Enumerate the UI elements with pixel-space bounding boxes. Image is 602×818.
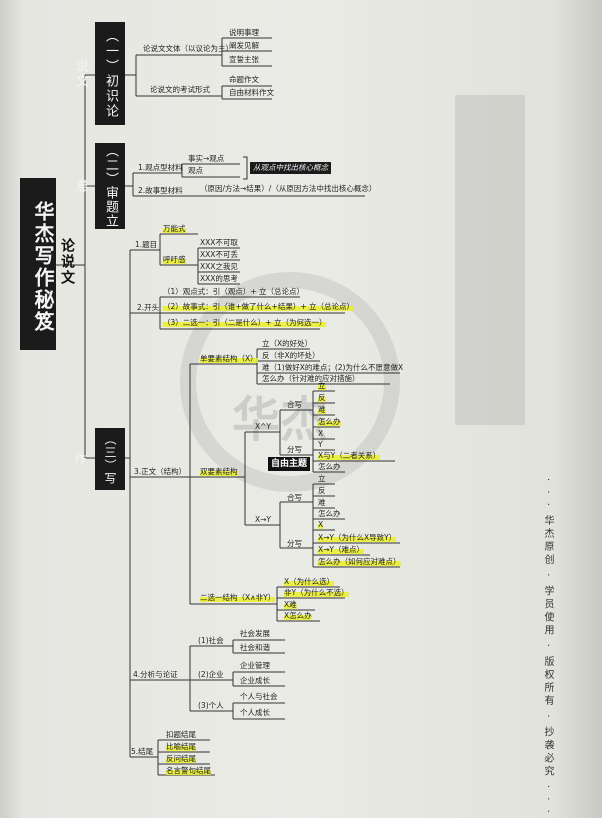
node: 双要素结构 [200,467,238,477]
node: Y [318,440,323,449]
node: 3.正文（结构） [134,467,187,476]
node: （原因/方法→结果）/（从原因方法中找出核心概念） [200,184,377,193]
node: 1.题目 [135,240,158,249]
node: 自由材料作文 [229,88,274,97]
node: 非Y（为什么不选） [284,588,349,598]
node: 事实→观点 [188,154,225,163]
node: 命题作文 [229,75,259,84]
node: X（为什么选） [284,577,335,587]
node: 立 [318,474,326,483]
node: 2.故事型材料 [138,186,183,195]
node: 难 [318,405,326,415]
node: （2）故事式：引（谁+做了什么+结果）+ 立（总论点） [163,302,355,312]
node: X→Y（为什么X导致Y） [318,533,397,543]
node: 怎么办（如何应对难点） [318,557,401,567]
node: (3)个人 [198,701,224,710]
node: 合写 [287,493,302,502]
node: 社会和谐 [240,643,270,652]
node: 反（非X的坏处） [262,351,320,360]
node: 反问结尾 [166,754,196,764]
node: 难（1)做好X的难点；(2)为什么不愿意做X [262,363,404,372]
node: XXX不可丢 [200,250,238,259]
node: 反 [318,393,326,403]
node: 分写 [287,445,302,454]
node: 名言警句结尾 [166,766,211,776]
node: 合写 [287,400,302,409]
node: 观点 [188,166,203,175]
node: 宣誓主张 [229,55,259,64]
title-box: 华杰写作秘笈 [20,178,56,350]
section-1-label: （一）初识论说文 [73,28,118,119]
node: X难 [284,600,297,610]
node: X→Y [255,515,272,524]
copyright-notice: · · · 华杰原创 · 学员使用 · 版权所有 · 抄袭必究 · · · [542,478,553,816]
node: X [318,520,324,530]
node: 4.分析与论证 [133,670,178,679]
node: XXX的思考 [200,274,238,283]
node: 5.结尾 [131,747,154,756]
node: 怎么办 [318,509,341,518]
node: 个人与社会 [240,692,278,701]
node: X与Y（二者关系） [318,451,381,461]
node: （1）观点式：引（观点）+ 立（总论点） [163,287,304,296]
node: 单要素结构（X） [200,354,258,364]
main-title: 华杰写作秘笈 [31,201,55,333]
section-3-label: （三）写作 [73,433,117,485]
subtitle: 论说文 [59,238,75,286]
node: 阐发见解 [229,41,259,50]
node: 比喻结尾 [166,742,196,752]
node: X^Y [255,422,272,431]
node: 怎么办 [318,417,341,427]
node: XXX之我见 [200,262,238,271]
node: 立（X的好处） [262,339,313,348]
section-2-label: （二）审题立意 [73,144,118,228]
node: 反 [318,486,326,495]
node: （3）二选一：引（二是什么）+ 立（为何选一） [163,318,327,328]
section-2-box: （二）审题立意 [73,143,125,229]
node: 扣题结尾 [166,730,196,739]
node: 社会发展 [240,629,270,638]
node: 企业管理 [240,661,270,670]
section-1-box: （一）初识论说文 [73,22,125,125]
note-label: 从观点中找出核心概念 [250,162,331,174]
node: 企业成长 [240,676,270,685]
faded-background-block [455,95,525,425]
node: 难 [318,498,326,507]
node: (1)社会 [198,636,224,645]
node: 分写 [287,539,302,548]
node: X→Y（难点） [318,545,365,555]
node: 说明事理 [229,28,259,37]
node: 1.观点型材料 [138,163,183,172]
node: 个人成长 [240,708,270,717]
node: 2.开头 [137,303,160,312]
node: 万能式 [163,224,186,234]
free-topic-label: 自由主题 [268,457,311,471]
node: X [318,429,324,438]
node: 立 [318,381,326,391]
node: 二选一结构（X∧非Y） [200,593,276,603]
node: XXX不可取 [200,238,238,247]
node: 论说文的考试形式 [150,85,210,94]
node: 怎么办（针对难的应对措施） [262,374,360,383]
node: (2)企业 [198,670,224,679]
section-3-box: （三）写作 [73,428,125,490]
node: 怎么办 [318,462,341,471]
node: 呼吁感 [163,255,186,265]
node: X怎么办 [284,611,312,621]
node: 论说文文体（以议论为主） [143,44,233,53]
